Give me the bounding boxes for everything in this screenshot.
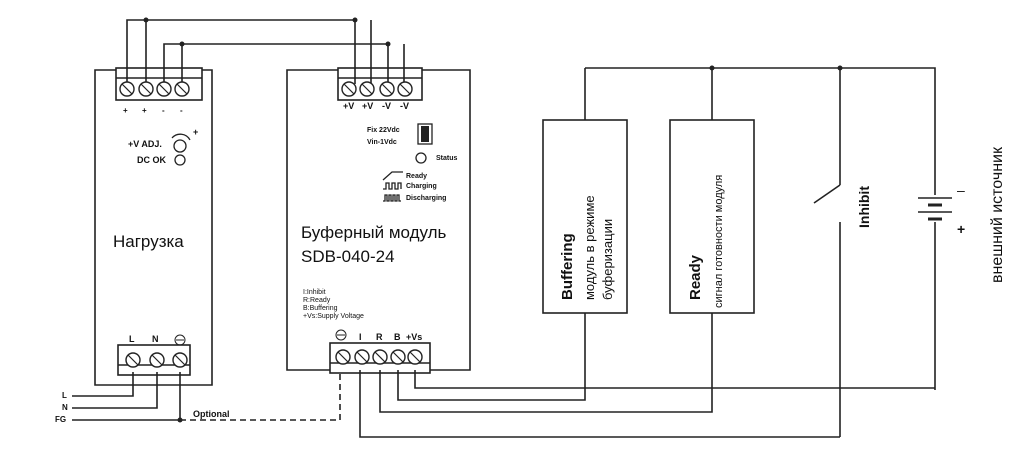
buffering-line1: модуль в режиме [582,195,597,300]
wire-minus [163,43,389,84]
wire-plus [126,19,356,84]
load-bottom-terminal-l: L [129,334,135,344]
ready-signal-icon [382,171,403,181]
adj-plus: + [193,127,199,137]
wire-label-fg: FG [55,415,67,424]
wire-buffering [397,313,586,401]
optional-wire [180,372,341,421]
wire-label-l: L [62,391,67,400]
charging-signal-icon [383,182,402,190]
load-terminal-3: - [162,106,165,115]
load-terminal-4: - [180,106,183,115]
battery-minus: – [957,182,965,198]
ready-title: Ready [687,254,704,300]
battery-plus: + [957,221,966,237]
status-led-icon [415,152,427,164]
signal-discharging: Discharging [406,195,447,202]
legend-supply: +Vs:Supply Voltage [303,313,364,320]
buffering-line2: буферизации [600,218,615,300]
legend-ready: R:Ready [303,297,331,304]
buffer-bottom-r: R [376,332,383,342]
load-name: Нагрузка [113,232,184,251]
adj-label: +V ADJ. [128,139,162,149]
load-terminal-1: + [123,106,128,115]
status-label: Status [436,155,458,162]
dc-ok-label: DC OK [137,155,166,165]
buffering-title: Buffering [559,233,576,300]
signal-ready: Ready [406,173,428,180]
buffer-bottom-vs: +Vs [406,332,423,342]
ready-box [669,119,755,314]
vin-label: Vin-1Vdc [367,139,397,146]
ground-icon-buffer [335,329,347,341]
signal-charging: Charging [406,183,437,190]
mode-switch-icon [417,123,433,145]
load-terminal-2: + [142,106,147,115]
buffer-terminal-2: +V [362,101,374,111]
buffer-model: SDB-040-24 [301,247,395,266]
buffer-terminal-1: +V [343,101,355,111]
fix-label: Fix 22Vdc [367,127,400,134]
ground-icon [174,334,186,346]
adj-potentiometer-icon [173,139,187,153]
wire-supply [414,370,935,389]
wire-inhibit [359,370,840,438]
buffer-name: Буферный модуль [301,223,447,242]
ready-line1: сигнал готовности модуля [713,174,725,308]
buffer-module-body [286,69,471,371]
dc-ok-led-icon [174,154,186,166]
optional-label: Optional [193,409,230,419]
buffer-terminal-4: -V [400,101,409,111]
buffer-bottom-i: I [359,332,362,342]
legend-inhibit: I:Inhibit [303,289,326,296]
legend-buffering: B:Buffering [303,305,338,312]
load-bottom-terminal-n: N [152,334,159,344]
discharging-signal-icon [383,194,401,202]
inhibit-switch [813,184,841,204]
inhibit-label: Inhibit [856,186,872,228]
buffer-terminal-3: -V [382,101,391,111]
wire-ready [379,313,713,413]
battery-label: внешний источник [989,147,1006,283]
wire-label-n: N [62,403,68,412]
buffer-bottom-b: B [394,332,401,342]
